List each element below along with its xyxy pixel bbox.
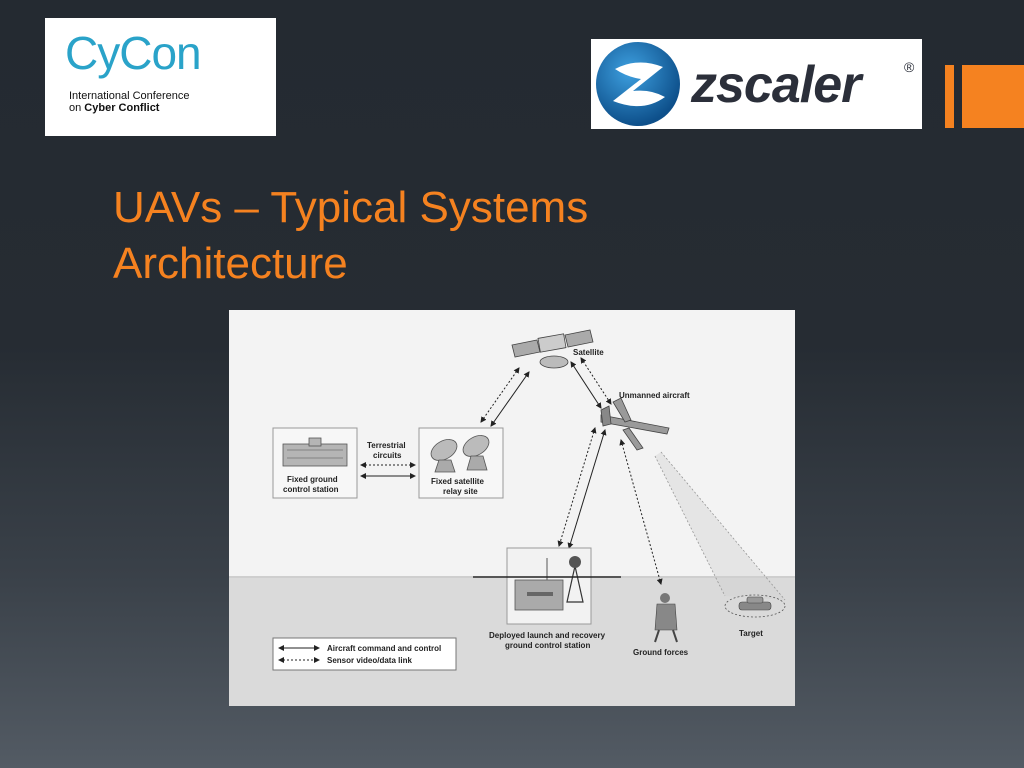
satellite-icon: [511, 329, 594, 369]
title-line-2: Architecture: [113, 239, 348, 288]
zscaler-wordmark: zscaler: [691, 56, 861, 114]
legend-item-sensor: Sensor video/data link: [327, 656, 412, 665]
target-label: Target: [739, 629, 763, 638]
diagram-legend: [272, 637, 457, 671]
relay-label-1: Fixed satellite: [431, 477, 484, 486]
page-title: UAVs – Typical Systems Architecture: [113, 180, 813, 292]
zscaler-logo: zscaler ®: [591, 39, 922, 129]
ground-forces-label: Ground forces: [633, 648, 689, 657]
target-car-icon: [738, 596, 772, 611]
deployed-label-1: Deployed launch and recovery: [489, 631, 606, 640]
uav-ground-forces-link: [619, 439, 663, 585]
deployed-station-icon: [514, 556, 584, 611]
registered-mark: ®: [904, 59, 915, 75]
sat-relay-command-link: [490, 371, 530, 427]
title-line-1: UAVs – Typical Systems: [113, 183, 589, 232]
cycon-subtitle-line1: International Conference: [69, 90, 190, 102]
deployed-label-2: ground control station: [505, 641, 590, 650]
satellite-label: Satellite: [573, 348, 604, 357]
satellite-dish-icon: [430, 435, 490, 473]
uav-station-command-link: [567, 429, 607, 549]
accent-bar-thin: [945, 65, 954, 128]
uav-label: Unmanned aircraft: [619, 391, 690, 400]
sat-uav-data-link: [580, 357, 612, 405]
ground-forces-icon: [654, 593, 678, 643]
cycon-wordmark: CyCon: [65, 27, 202, 79]
zscaler-globe-icon: [596, 42, 680, 126]
cycon-logo: CyCon International Conference on Cyber …: [45, 18, 276, 136]
fixed-ground-label-2: control station: [283, 485, 339, 494]
uav-architecture-diagram: Satellite Unmanned aircraft Fixed ground…: [229, 310, 795, 706]
relay-label-2: relay site: [443, 487, 478, 496]
building-icon: [282, 437, 348, 467]
cycon-subtitle: International Conference on Cyber Confli…: [69, 90, 269, 114]
accent-bar-thick: [962, 65, 1024, 128]
cycon-subtitle-line2: on Cyber Conflict: [69, 102, 160, 114]
fixed-ground-label-1: Fixed ground: [287, 475, 338, 484]
legend-item-command: Aircraft command and control: [327, 644, 441, 653]
target-zone: [724, 594, 786, 618]
relay-site-box: [418, 427, 504, 499]
terrestrial-label-2: circuits: [373, 451, 402, 460]
terrestrial-label-1: Terrestrial: [367, 441, 406, 450]
